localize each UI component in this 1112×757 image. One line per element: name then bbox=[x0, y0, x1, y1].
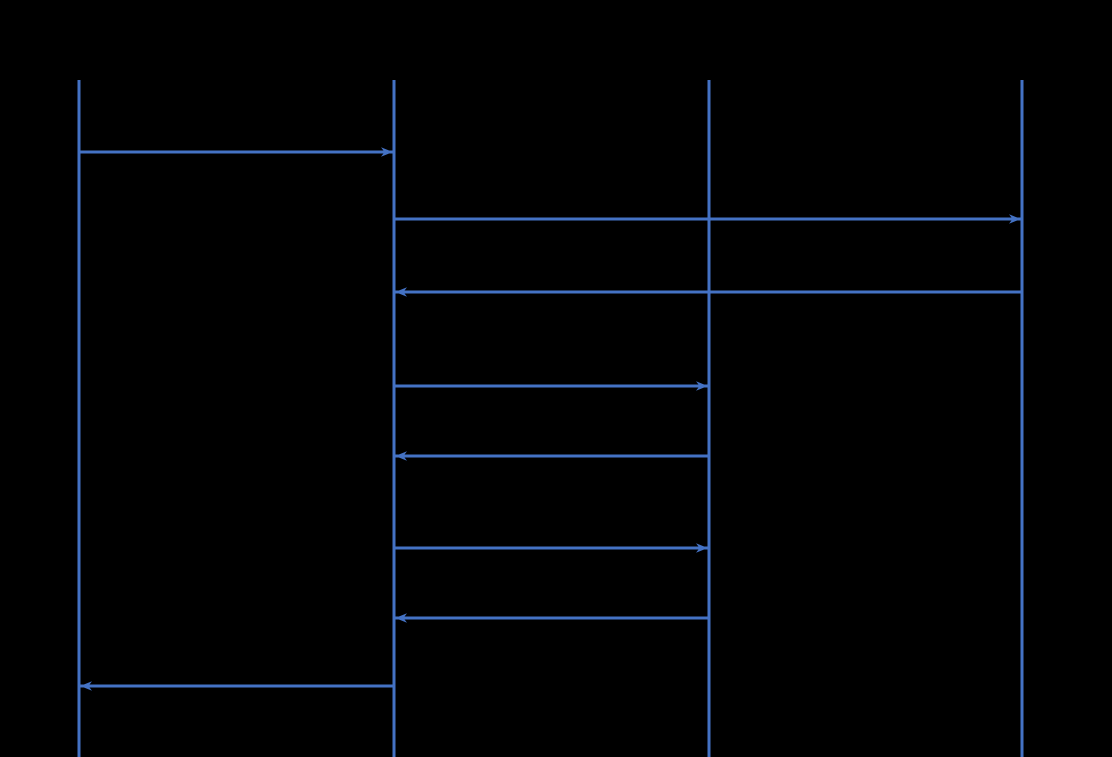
messages-group bbox=[79, 147, 1022, 691]
lifelines-group bbox=[77, 80, 1024, 757]
